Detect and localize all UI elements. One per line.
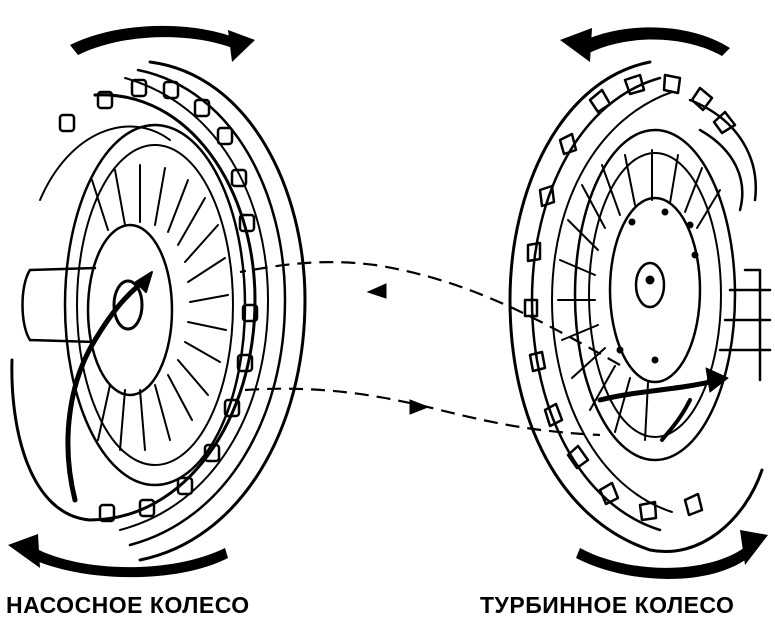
turbine-hub-bolts bbox=[616, 208, 699, 364]
pump-rotation-arrow-bottom bbox=[8, 534, 228, 578]
flow-arrowhead-left bbox=[366, 283, 387, 299]
turbine-torus bbox=[688, 98, 757, 212]
pump-outer-shell bbox=[138, 60, 307, 562]
turbine-wheel bbox=[508, 60, 772, 553]
turbine-flow-arrow bbox=[597, 377, 721, 403]
turbine-rim-teeth bbox=[523, 73, 737, 522]
flow-lines bbox=[239, 261, 621, 437]
turbine-frame bbox=[718, 268, 772, 382]
flow-line-return bbox=[239, 261, 621, 366]
pump-rim-teeth bbox=[58, 78, 259, 523]
turbine-rotation-arrow-top bbox=[560, 27, 730, 62]
pump-hub bbox=[86, 223, 174, 397]
pump-rotation-arrow-top bbox=[70, 25, 255, 62]
flow-arrowhead-right bbox=[409, 399, 430, 415]
flow-arrowheads bbox=[366, 283, 430, 415]
turbine-outer-shell bbox=[508, 60, 764, 553]
pump-torus bbox=[10, 93, 257, 522]
turbine-inner-ring bbox=[573, 128, 737, 462]
pump-shaft bbox=[21, 266, 97, 344]
pump-wheel bbox=[10, 60, 307, 562]
turbine-wheel-label: ТУРБИННОЕ КОЛЕСО bbox=[480, 592, 735, 618]
turbine-rotation-arrow-bottom bbox=[576, 530, 768, 579]
pump-flow-arrow bbox=[65, 275, 151, 503]
turbine-hub bbox=[608, 196, 702, 384]
pump-wheel-label: НАСОСНОЕ КОЛЕСО bbox=[6, 592, 250, 618]
turbine-blades bbox=[557, 149, 721, 441]
pump-blades bbox=[91, 164, 229, 451]
